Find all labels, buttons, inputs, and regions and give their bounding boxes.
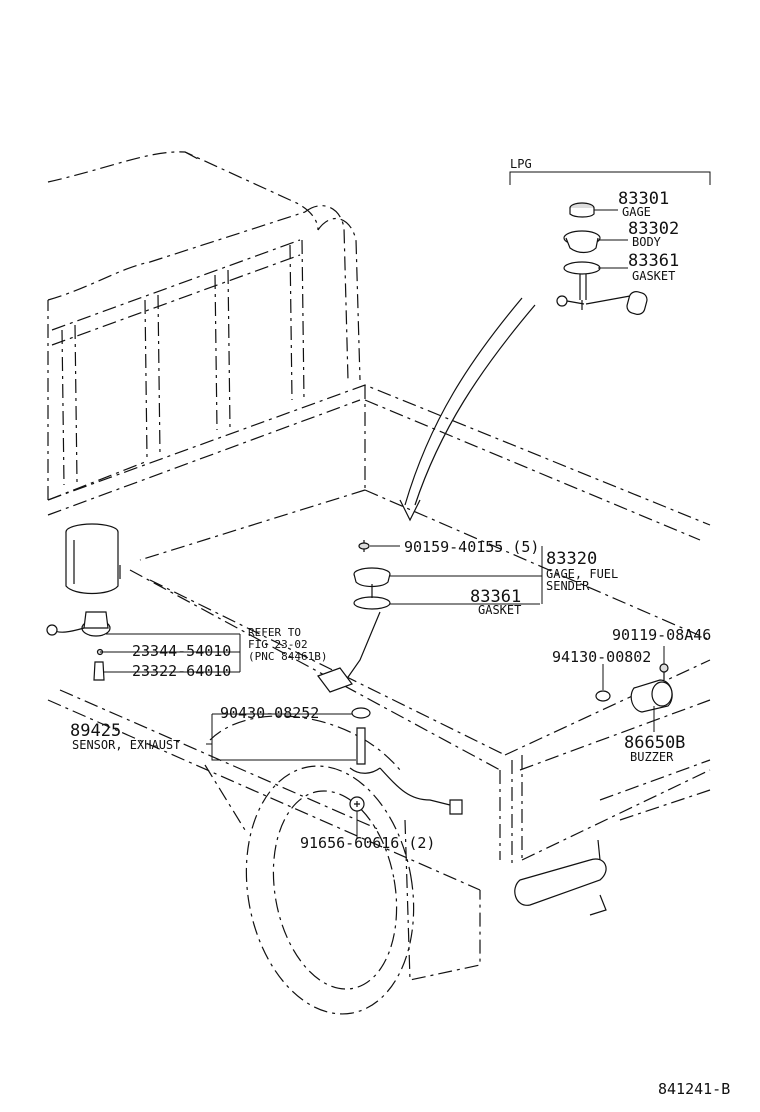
cab-outline bbox=[47, 151, 319, 501]
exhaust-sensor-assembly bbox=[46, 523, 119, 681]
buzzer-assembly bbox=[595, 663, 673, 713]
lpg-gasket-name: GASKET bbox=[632, 269, 675, 283]
pointer-arrow bbox=[399, 297, 536, 522]
lpg-gasket-number: 83361 bbox=[628, 251, 679, 271]
lpg-body-number: 83302 bbox=[628, 219, 679, 239]
sender-name-line2: SENDER bbox=[546, 579, 590, 593]
refer-line1: REFER TO bbox=[248, 626, 301, 639]
refer-line2: FIG 23-02 bbox=[248, 638, 308, 651]
figure-code: 841241-B bbox=[658, 1080, 730, 1098]
sender-screw-part: 90159-40155 (5) bbox=[404, 538, 539, 556]
part-23344: 23344-54010 bbox=[132, 642, 231, 660]
exhaust-sensor-number: 89425 bbox=[70, 721, 121, 741]
lpg-body-name: BODY bbox=[632, 235, 662, 249]
buzzer-nut-part: 94130-00802 bbox=[552, 648, 651, 666]
buzzer-bolt-part: 90119-08A46 bbox=[612, 626, 711, 644]
grommet-part: 90430-08252 bbox=[220, 704, 319, 722]
headache-rack bbox=[51, 205, 361, 486]
sender-gasket-number: 83361 bbox=[470, 587, 521, 607]
leader-lines bbox=[100, 209, 665, 838]
rear-wheel bbox=[204, 715, 481, 1015]
lpg-gage-name: GAGE bbox=[622, 205, 651, 219]
clip-part: 91656-60616 (2) bbox=[300, 834, 435, 852]
sender-number: 83320 bbox=[546, 549, 597, 569]
truck-bed bbox=[47, 384, 711, 891]
lpg-bracket bbox=[509, 171, 711, 185]
refer-line3: (PNC 84461B) bbox=[248, 650, 327, 663]
grommet-and-sensor bbox=[349, 707, 463, 815]
sender-name-line1: GAGE, FUEL bbox=[546, 567, 618, 581]
fuel-sender-assembly bbox=[317, 540, 391, 693]
exhaust-sensor-name: SENSOR, EXHAUST bbox=[72, 738, 180, 752]
sender-gasket-name: GASKET bbox=[478, 603, 521, 617]
step-bracket bbox=[514, 839, 607, 916]
lpg-gage-number: 83301 bbox=[618, 189, 669, 209]
lpg-gage-assembly bbox=[556, 202, 648, 315]
buzzer-name: BUZZER bbox=[630, 750, 674, 764]
buzzer-number: 86650B bbox=[624, 733, 685, 753]
part-23322: 23322-64010 bbox=[132, 662, 231, 680]
lpg-title: LPG bbox=[510, 157, 532, 171]
